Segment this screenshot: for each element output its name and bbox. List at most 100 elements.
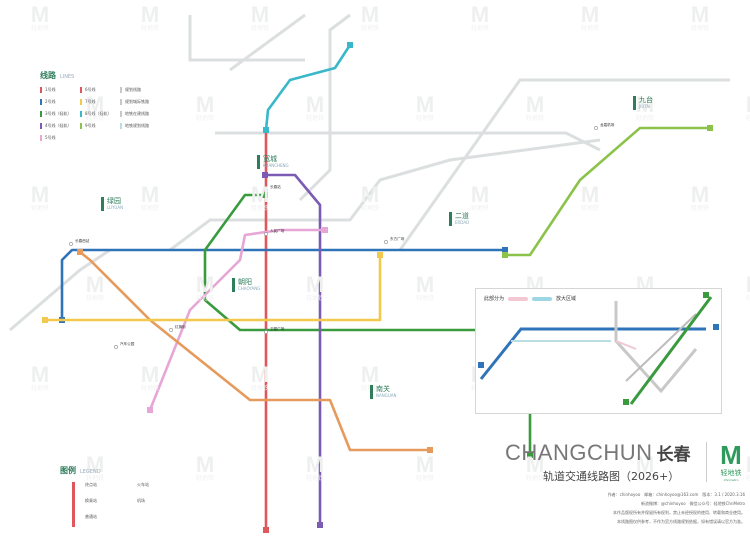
legend-line-item: 3号线（轻轨）	[40, 111, 80, 117]
legend-line-item: 2号线	[40, 99, 80, 105]
district-marker	[101, 197, 104, 211]
district-name-en: LUYUAN	[107, 205, 124, 210]
terminal-marker	[427, 447, 433, 453]
station-label: 长春站	[270, 184, 281, 189]
line-color-swatch	[80, 111, 82, 117]
line-color-swatch	[120, 99, 122, 105]
legend-line-item: 6号线	[80, 87, 120, 93]
terminal-marker	[317, 522, 323, 528]
terminal-marker	[322, 227, 328, 233]
station-dot	[264, 232, 268, 236]
station-dot	[264, 188, 268, 192]
planned-line	[298, 13, 351, 202]
line-color-swatch	[120, 87, 122, 93]
title-subtitle: 轨道交通线路图（2026+）	[543, 470, 680, 483]
line-color-swatch	[120, 111, 122, 117]
district-name-cn: 朝阳	[238, 278, 252, 286]
line-color-swatch	[120, 123, 122, 129]
station-label: 卫星广场	[270, 326, 285, 331]
line6-path	[79, 250, 430, 452]
district-name-en: NANGUAN	[376, 393, 397, 398]
district-name-en: JIUTAI	[639, 104, 651, 109]
district-marker	[370, 385, 373, 399]
district-marker	[633, 96, 636, 110]
legend-line-sample	[72, 482, 75, 527]
inset-header: 此部分为 放大区域	[484, 295, 576, 302]
inset-header-label: 此部分为	[484, 296, 505, 302]
legend-line-label: 5号线	[45, 135, 56, 140]
station-label: 东方广场	[390, 236, 405, 241]
legend-line-label: 3号线（轻轨）	[45, 111, 72, 116]
line5-path	[148, 228, 325, 411]
line2-path	[60, 248, 505, 320]
line-color-swatch	[40, 111, 42, 117]
planned-line	[9, 248, 111, 332]
station-label: 长春西站	[75, 238, 90, 243]
legend-line-label: 2号线	[45, 99, 56, 104]
credits-line-2: 新浪微博：@chinhoyoo 微信公众号：轻地铁ChnMetro	[641, 501, 745, 506]
planned-line	[215, 131, 601, 152]
district-name-en: ERDAO	[455, 220, 470, 225]
title-cn: 长春	[656, 445, 691, 465]
line-color-swatch	[80, 99, 82, 105]
legend-line-label: 地铁规划线路	[125, 123, 149, 128]
credits-line-1: 作者：chinhoyoo 邮箱：chinhoyoo@163.com 版本：3.1…	[607, 492, 745, 497]
district-name-cn: 二道	[455, 212, 469, 220]
station-label: 龙嘉机场	[600, 122, 615, 127]
line-color-swatch	[80, 87, 82, 93]
planned-line	[229, 13, 306, 72]
legend-line-label: 9号线	[85, 123, 96, 128]
district-marker	[257, 155, 260, 169]
inset-map: 此部分为 放大区域	[475, 288, 722, 414]
district-name-en: KUANCHENG	[263, 163, 289, 168]
terminal-marker	[263, 527, 269, 533]
title-en: CHANGCHUN	[505, 440, 653, 465]
station-label: 汽车公园	[120, 341, 135, 346]
legend-line-label: 7号线	[85, 99, 96, 104]
terminal-marker	[707, 125, 713, 131]
station-dot	[264, 330, 268, 334]
planned-line	[169, 138, 601, 252]
legend-line-label: 6号线	[85, 87, 96, 92]
credits-line-3: 本作品版权所有并保留所有权利，禁止未经授权的使用、转载和商业使用。	[613, 510, 745, 515]
legend-symbol-list: 终点站 换乘站 普通站	[85, 482, 97, 527]
terminal-marker	[77, 249, 83, 255]
legend-line-item: 9号线	[80, 123, 120, 129]
logo-cn: 轻地铁	[720, 469, 742, 477]
legend-line-item: 地铁规划线路	[120, 123, 180, 129]
legend-line-label: 1号线	[45, 87, 56, 92]
station-label: 人民广场	[270, 228, 285, 233]
district-name-cn: 九台	[639, 96, 653, 104]
line7-path	[45, 255, 382, 322]
station-dot	[69, 242, 73, 246]
legend-transfer: 换乘站	[85, 498, 97, 503]
terminal-marker	[262, 192, 268, 198]
line4-path	[265, 173, 322, 525]
planned-line	[398, 78, 730, 251]
legend-line-label: 规划城际铁路	[125, 99, 149, 104]
legend-line-item: 7号线	[80, 99, 120, 105]
credits: 作者：chinhoyoo 邮箱：chinhoyoo@163.com 版本：3.1…	[505, 490, 745, 526]
line-color-swatch	[40, 135, 42, 141]
